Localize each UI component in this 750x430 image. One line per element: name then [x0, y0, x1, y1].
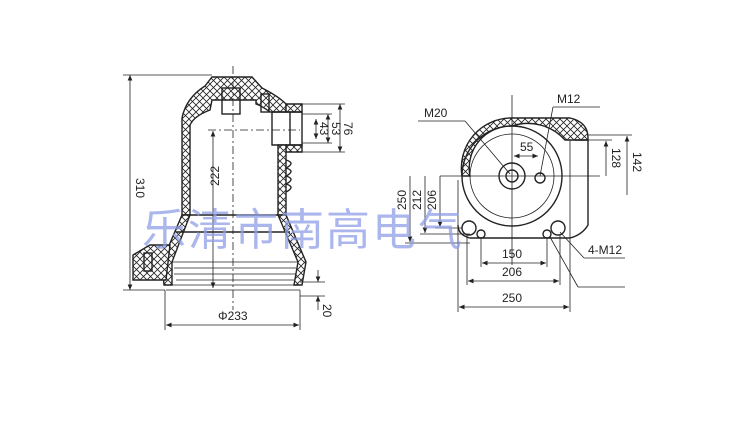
pipe: [271, 111, 303, 146]
ear-outline: [457, 139, 589, 239]
flange-bolt: [143, 252, 153, 272]
dim-310: 310: [133, 178, 147, 198]
mount-hole: [542, 229, 552, 239]
watermark: 乐清市南高电气: [142, 205, 464, 256]
dim-128: 128: [609, 148, 623, 168]
dim-53: 53: [329, 122, 343, 136]
mount-hole: [461, 220, 477, 236]
m12-hole: [534, 172, 546, 184]
top-bolt: [260, 93, 270, 113]
dome-shell: [181, 76, 287, 216]
dim-250-h: 250: [502, 291, 522, 305]
dim-phi233: Φ233: [218, 309, 248, 323]
label-m12: M12: [557, 92, 581, 106]
dim-206-v: 206: [425, 190, 439, 210]
label-4-m12: 4-M12: [588, 243, 622, 257]
top-view: M20 M12 4-M12 55 150 206 250 250 212 206…: [395, 92, 644, 312]
dim-76: 76: [341, 122, 355, 136]
dim-206-h: 206: [502, 265, 522, 279]
side-view: 310 222 Φ233 20 76 53 43: [123, 66, 355, 330]
dim-222: 222: [208, 166, 222, 186]
fins: [284, 159, 292, 193]
dim-250-v: 250: [395, 190, 409, 210]
top-insert: [221, 87, 241, 115]
skirt-rings: [166, 261, 300, 291]
dim-20: 20: [320, 304, 334, 318]
dim-212-v: 212: [410, 190, 424, 210]
mount-hole: [476, 229, 486, 239]
mount-hole: [550, 220, 566, 236]
label-m20: M20: [424, 106, 448, 120]
dim-150: 150: [502, 247, 522, 261]
dim-43: 43: [317, 122, 331, 136]
dim-142: 142: [630, 152, 644, 172]
dim-55: 55: [520, 140, 534, 154]
